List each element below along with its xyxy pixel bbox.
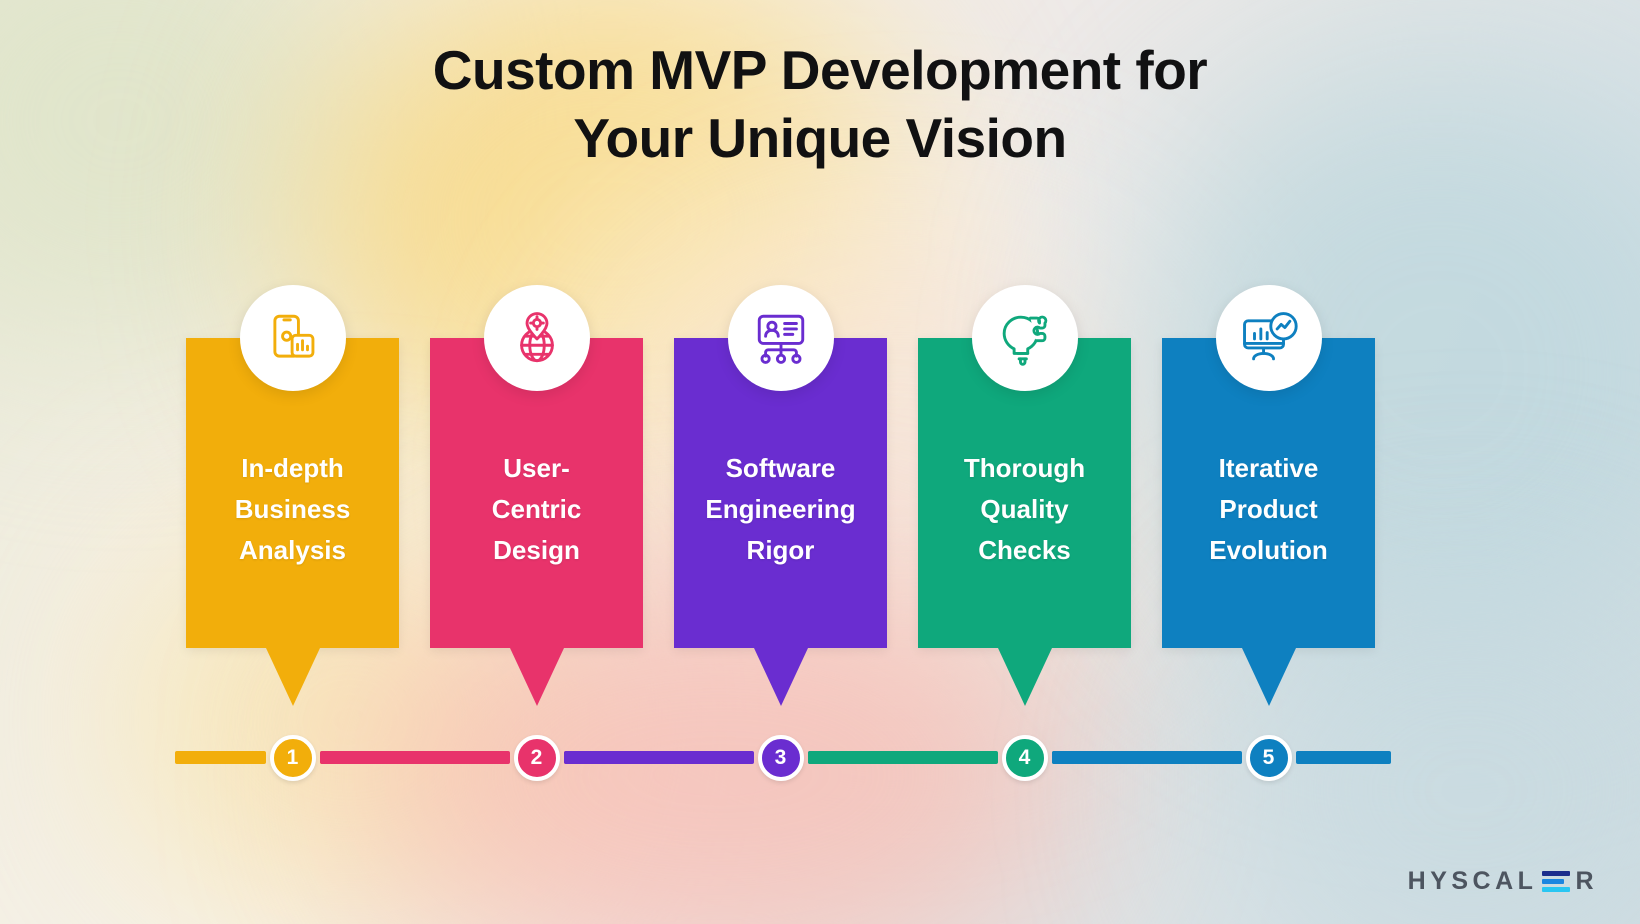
- timeline-node-5[interactable]: 5: [1245, 735, 1292, 781]
- timeline-segment-2-left: [319, 751, 510, 764]
- timeline-node-1[interactable]: 1: [269, 735, 316, 781]
- timeline: 1 2 3 4 5: [175, 735, 1391, 781]
- lightbulb-puzzle-icon: [971, 285, 1078, 391]
- step-card-row: In-depth Business Analysis User- Centric…: [186, 285, 1378, 706]
- step-card-3[interactable]: Software Engineering Rigor: [674, 285, 887, 706]
- timeline-node-2[interactable]: 2: [513, 735, 560, 781]
- timeline-segment-1-left: [175, 751, 266, 764]
- step-card-label: Thorough Quality Checks: [963, 453, 1086, 565]
- timeline-segment-5-left: [1051, 751, 1242, 764]
- step-card-1[interactable]: In-depth Business Analysis: [186, 285, 399, 706]
- step-card-pointer-triangle: [1241, 648, 1296, 706]
- step-card-pointer-triangle: [509, 648, 564, 706]
- step-card-2[interactable]: User- Centric Design: [430, 285, 643, 706]
- timeline-node-number: 1: [286, 746, 299, 769]
- step-card-pointer-triangle: [753, 648, 808, 706]
- id-card-network-icon: [727, 285, 834, 391]
- timeline-node-number: 3: [774, 746, 787, 769]
- page-title-line-1: Custom MVP Development for: [432, 39, 1208, 101]
- mobile-analytics-icon: [239, 285, 346, 391]
- timeline-segment-3-left: [563, 751, 754, 764]
- timeline-node-number: 4: [1018, 746, 1031, 769]
- timeline-segment-4-left: [807, 751, 998, 764]
- page-title-line-2: Your Unique Vision: [573, 107, 1067, 169]
- step-card-4[interactable]: Thorough Quality Checks: [918, 285, 1131, 706]
- globe-location-pin-icon: [483, 285, 590, 391]
- brand-logo-text: HYSCAL: [1407, 867, 1538, 895]
- step-card-5[interactable]: Iterative Product Evolution: [1162, 285, 1375, 706]
- timeline-node-number: 5: [1262, 746, 1275, 769]
- timeline-segment-5-right: [1295, 751, 1391, 764]
- step-card-label: User- Centric Design: [491, 453, 582, 565]
- timeline-node-4[interactable]: 4: [1001, 735, 1048, 781]
- step-card-label: Iterative Product Evolution: [1209, 453, 1328, 565]
- step-card-pointer-triangle: [997, 648, 1052, 706]
- page-title: Custom MVP Development for Your Unique V…: [0, 36, 1640, 172]
- timeline-node-number: 2: [530, 746, 543, 769]
- step-card-label: Software Engineering Rigor: [705, 453, 856, 565]
- step-card-label: In-depth Business Analysis: [234, 453, 351, 565]
- brand-logo-e-bars-icon: [1542, 870, 1572, 894]
- brand-logo-text-tail: R: [1575, 867, 1598, 895]
- timeline-node-3[interactable]: 3: [757, 735, 804, 781]
- step-card-pointer-triangle: [265, 648, 320, 706]
- brand-logo: HYSCAL R: [1408, 867, 1598, 896]
- monitor-analytics-icon: [1215, 285, 1322, 391]
